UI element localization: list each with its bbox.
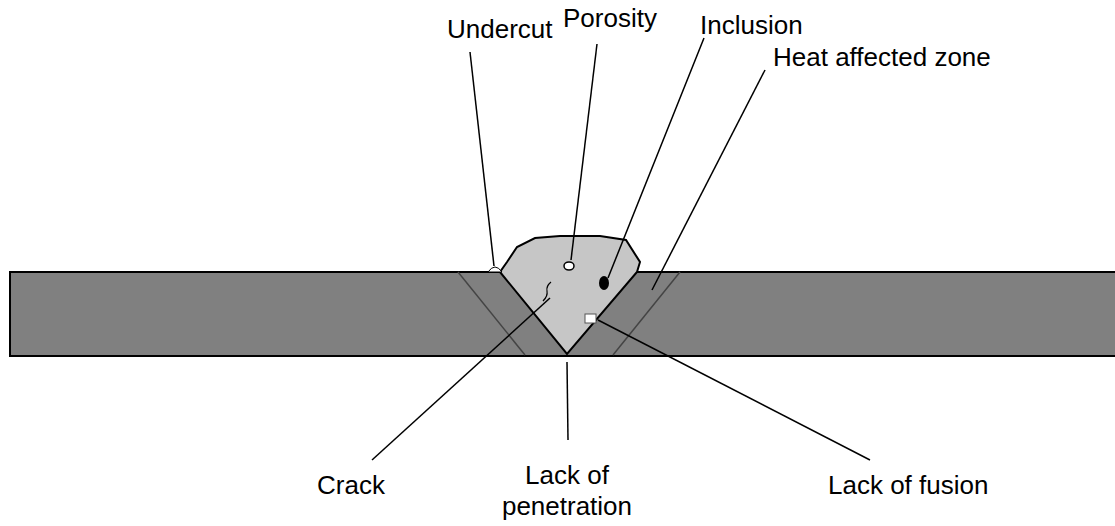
defect-label: Lack of penetration [492,460,642,522]
leader-line [470,52,494,266]
leader-line [567,362,568,440]
defect-label: Lack of fusion [828,470,988,501]
weld-bead [500,236,640,354]
fusion-void [585,314,596,323]
porosity-void [564,262,574,270]
defect-label: Inclusion [700,10,803,41]
leader-line [372,298,550,460]
defect-label: Porosity [563,3,657,34]
leader-line [608,38,704,278]
defect-label: Crack [317,470,385,501]
leader-lines [372,38,870,460]
defect-label: Undercut [447,14,553,45]
leader-line [571,44,597,260]
undercut-notch [488,267,502,272]
defect-label: Heat affected zone [773,42,991,73]
leader-line [598,320,870,460]
leader-line [652,70,765,290]
inclusion-dot [599,276,609,290]
